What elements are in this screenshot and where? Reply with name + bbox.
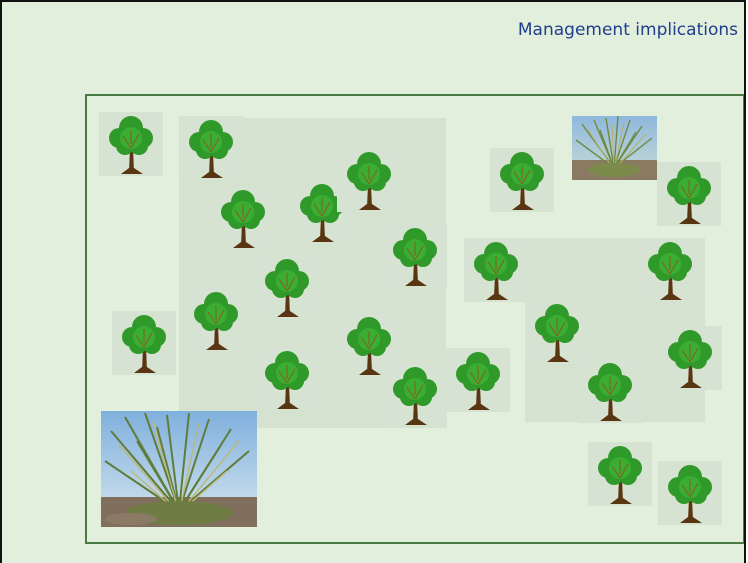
tree-icon — [112, 311, 176, 375]
grass-photo-small — [572, 116, 657, 180]
tree-icon — [383, 363, 447, 427]
tree-icon — [490, 148, 554, 212]
tree-icon — [578, 359, 642, 423]
tree-icon — [525, 300, 589, 364]
tree-icon — [255, 347, 319, 411]
grass-photo-large — [101, 411, 257, 527]
tree-icon — [588, 442, 652, 506]
tree-icon — [464, 238, 528, 302]
tree-icon — [337, 313, 401, 377]
tree-icon — [658, 461, 722, 525]
tree-icon — [638, 238, 702, 302]
tree-icon — [184, 288, 248, 352]
tree-icon — [255, 255, 319, 319]
tree-icon — [179, 116, 243, 180]
tree-icon — [383, 224, 447, 288]
slide-title: Management implications — [517, 20, 738, 40]
tree-icon — [658, 326, 722, 390]
tree-icon — [337, 148, 401, 212]
tree-icon — [211, 186, 275, 250]
field-frame — [85, 94, 744, 544]
tree-icon — [657, 162, 721, 226]
tree-icon — [446, 348, 510, 412]
tree-icon — [290, 180, 354, 244]
tree-icon — [99, 112, 163, 176]
